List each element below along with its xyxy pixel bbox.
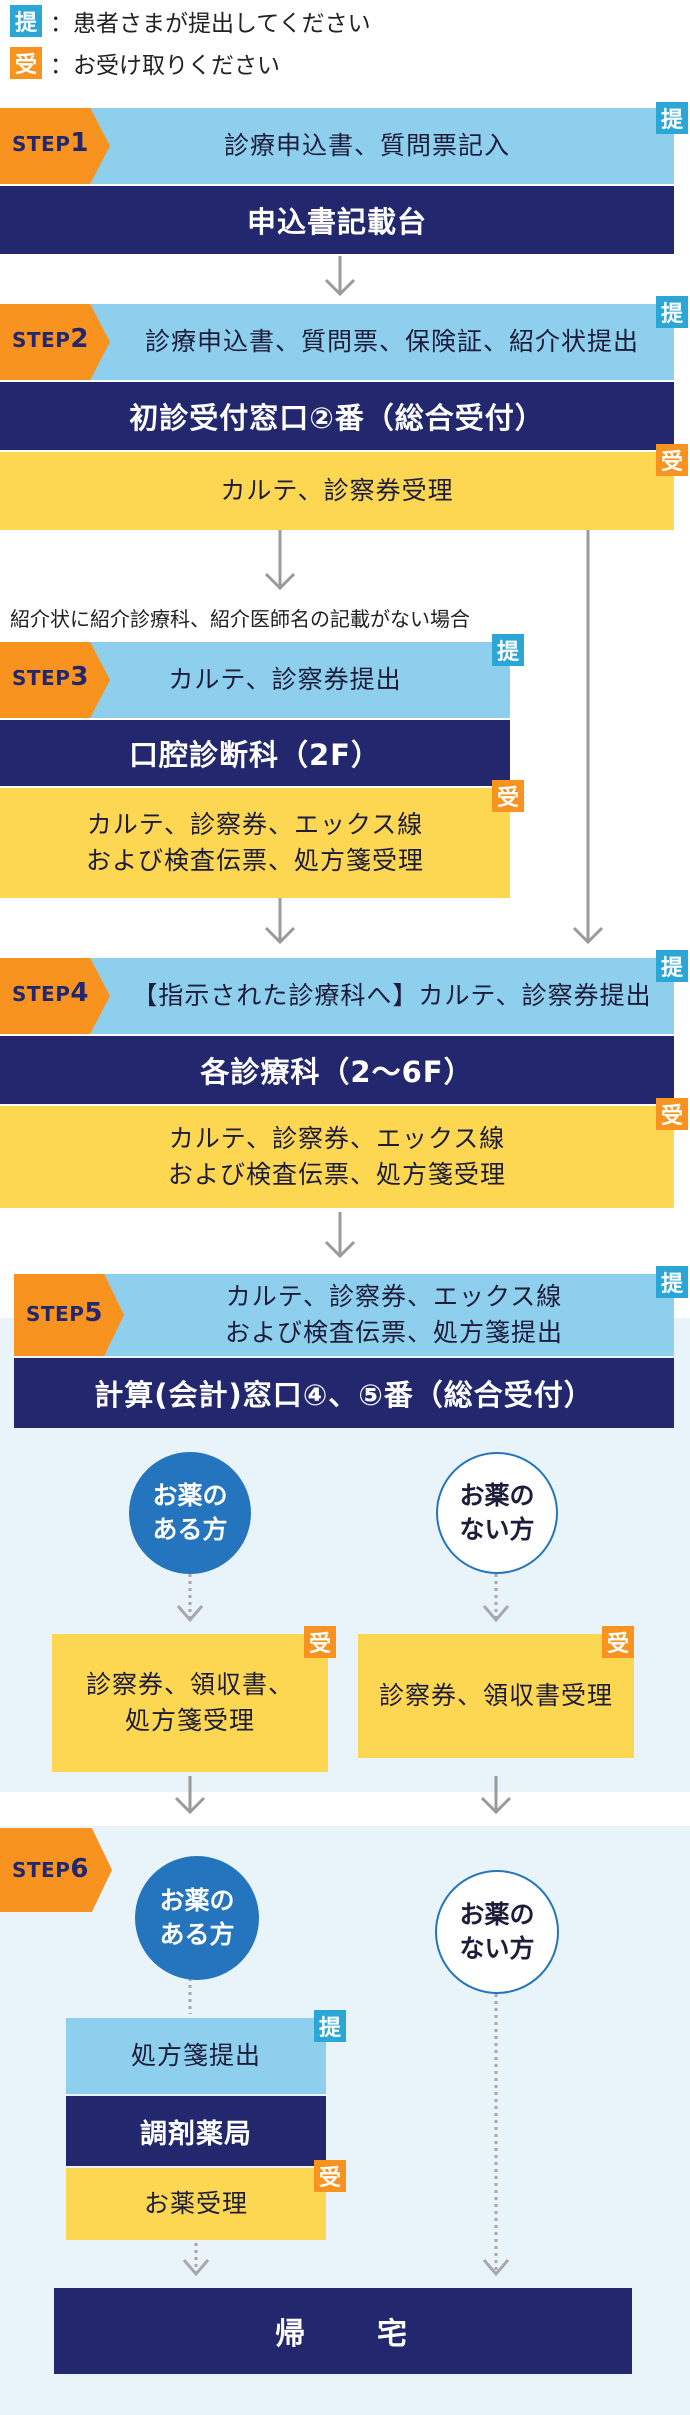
step2-badge xyxy=(0,304,110,380)
step5-label: STEP5 xyxy=(26,1298,103,1328)
step3-receive-line1: カルテ、診察券、エックス線 xyxy=(86,810,424,839)
with-medicine-line2: ある方 xyxy=(152,1515,228,1544)
step6-place: 調剤薬局 xyxy=(66,2096,326,2166)
step2-label: STEP2 xyxy=(12,324,89,354)
with-medicine-line1: お薬の xyxy=(159,1886,235,1915)
with-medicine-line1: お薬の xyxy=(152,1481,228,1510)
submit-tag-icon: 提 xyxy=(656,102,688,134)
step1-place: 申込書記載台 xyxy=(0,186,674,254)
step6-label: STEP6 xyxy=(12,1854,89,1884)
without-medicine-line2: ない方 xyxy=(459,1934,535,1963)
receive-tag-icon: 受 xyxy=(602,1626,634,1658)
step3-label: STEP3 xyxy=(12,662,89,692)
step1-action: 診療申込書、質問票記入 xyxy=(0,108,674,184)
submit-tag-icon: 提 xyxy=(492,634,524,666)
step3-receive: カルテ、診察券、エックス線 および検査伝票、処方箋受理 xyxy=(0,788,510,898)
step6-badge xyxy=(0,1828,112,1912)
without-medicine-line1: お薬の xyxy=(459,1481,535,1510)
without-medicine-line1: お薬の xyxy=(459,1900,535,1929)
with-medicine-line2: ある方 xyxy=(159,1920,235,1949)
step4-badge xyxy=(0,958,110,1034)
step5-action-line2: および検査伝票、処方箋提出 xyxy=(224,1318,563,1347)
step2-place: 初診受付窓口②番（総合受付） xyxy=(0,382,674,450)
legend-submit: 提 ：患者さまが提出してください xyxy=(10,4,371,38)
step5-left-receive-line1: 診察券、領収書、 xyxy=(85,1670,294,1699)
step4-action: 【指示された診療科へ】カルテ、診察券提出 xyxy=(0,958,674,1034)
submit-tag-icon: 提 xyxy=(656,950,688,982)
step6-submit: 処方箋提出 xyxy=(66,2018,326,2094)
legend-receive: 受 ：お受け取りください xyxy=(10,46,280,80)
step5-badge xyxy=(14,1274,124,1356)
step5-action-line1: カルテ、診察券、エックス線 xyxy=(225,1282,563,1311)
step3-note: 紹介状に紹介診療科、紹介医師名の記載がない場合 xyxy=(10,607,470,631)
step3-place: 口腔診断科（2F） xyxy=(0,720,510,786)
without-medicine-line2: ない方 xyxy=(459,1515,535,1544)
step1-label: STEP1 xyxy=(12,128,89,158)
step4-receive: カルテ、診察券、エックス線 および検査伝票、処方箋受理 xyxy=(0,1106,674,1208)
step4-place: 各診療科（2～6F） xyxy=(0,1036,674,1104)
receive-tag-icon: 受 xyxy=(492,780,524,812)
without-medicine-circle: お薬の ない方 xyxy=(435,1870,559,1994)
step4-label: STEP4 xyxy=(12,978,89,1008)
step4-receive-line1: カルテ、診察券、エックス線 xyxy=(168,1124,506,1153)
submit-tag-icon: 提 xyxy=(314,2010,346,2042)
step5-action: カルテ、診察券、エックス線 および検査伝票、処方箋提出 xyxy=(14,1274,674,1356)
step3-badge xyxy=(0,642,110,718)
step4-receive-line2: および検査伝票、処方箋受理 xyxy=(167,1160,506,1189)
submit-mark-icon: 提 xyxy=(10,5,42,37)
receive-tag-icon: 受 xyxy=(314,2160,346,2192)
go-home-box: 帰 宅 xyxy=(54,2288,632,2374)
with-medicine-circle: お薬の ある方 xyxy=(135,1856,259,1980)
with-medicine-circle: お薬の ある方 xyxy=(129,1452,251,1574)
without-medicine-circle: お薬の ない方 xyxy=(436,1452,558,1574)
receive-tag-icon: 受 xyxy=(304,1626,336,1658)
step6-receive: お薬受理 xyxy=(66,2168,326,2240)
step1-badge xyxy=(0,108,110,184)
step2-receive: カルテ、診察券受理 xyxy=(0,452,674,530)
submit-tag-icon: 提 xyxy=(656,296,688,328)
receive-mark-icon: 受 xyxy=(10,47,42,79)
step3-receive-line2: および検査伝票、処方箋受理 xyxy=(85,846,424,875)
step2-action: 診療申込書、質問票、保険証、紹介状提出 xyxy=(0,304,674,380)
step5-left-receive-line2: 処方箋受理 xyxy=(124,1706,255,1735)
step5-place: 計算(会計)窓口④、⑤番（総合受付） xyxy=(14,1358,674,1428)
legend-submit-text: ：患者さまが提出してください xyxy=(50,11,371,37)
step5-left-receive: 診察券、領収書、 処方箋受理 xyxy=(52,1634,328,1772)
submit-tag-icon: 提 xyxy=(656,1266,688,1298)
legend-receive-text: ：お受け取りください xyxy=(50,53,280,79)
step5-right-receive: 診察券、領収書受理 xyxy=(358,1634,634,1758)
receive-tag-icon: 受 xyxy=(656,444,688,476)
receive-tag-icon: 受 xyxy=(656,1098,688,1130)
